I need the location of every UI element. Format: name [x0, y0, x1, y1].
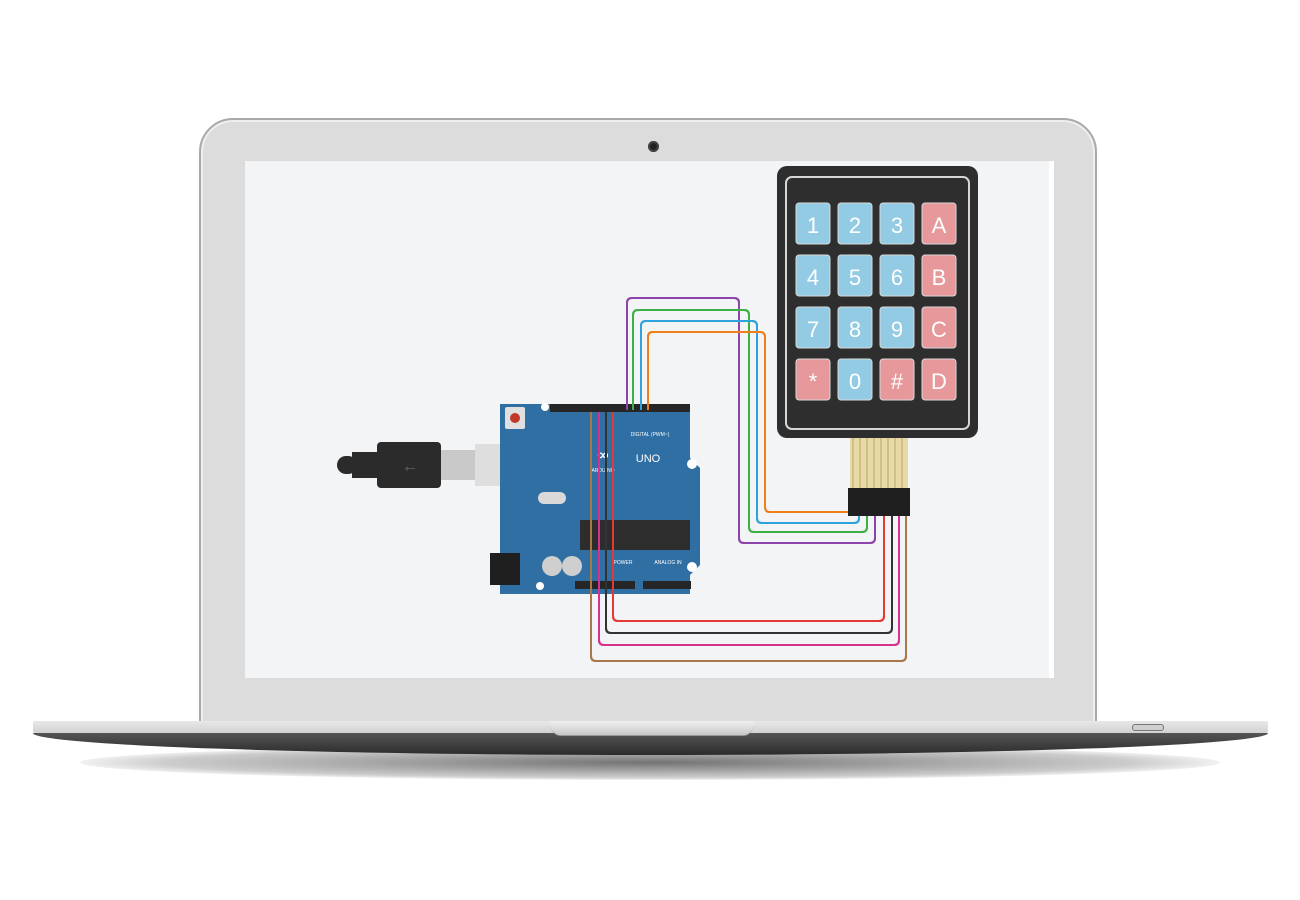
wire-red[interactable]: [612, 412, 885, 622]
keypad-key-A[interactable]: A: [921, 202, 957, 245]
wires-overlay: [590, 297, 907, 662]
keypad-key-label: 0: [849, 369, 861, 394]
keypad-key-B[interactable]: B: [921, 254, 957, 297]
wire-orange[interactable]: [647, 331, 850, 513]
keypad-key-#[interactable]: #: [879, 358, 915, 401]
keypad-key-1[interactable]: 1: [795, 202, 831, 245]
wire-magenta[interactable]: [598, 412, 900, 646]
keypad-key-label: B: [932, 265, 947, 290]
keypad-key-label: C: [931, 317, 947, 342]
keypad-key-label: 5: [849, 265, 861, 290]
header-connector: [848, 488, 910, 516]
keypad-key-*[interactable]: *: [795, 358, 831, 401]
keypad-key-label: D: [931, 369, 947, 394]
usb-cable-icon: ⭠: [337, 442, 505, 488]
keypad-key-label: 6: [891, 265, 903, 290]
screen-edge: [1049, 161, 1054, 678]
arduino-model-label: UNO: [636, 453, 661, 465]
side-port: [1132, 724, 1164, 731]
keypad-key-2[interactable]: 2: [837, 202, 873, 245]
keypad-key-9[interactable]: 9: [879, 306, 915, 349]
analog-header-label: ANALOG IN: [654, 560, 682, 566]
keypad-key-label: 9: [891, 317, 903, 342]
keypad-key-label: 7: [807, 317, 819, 342]
keypad-key-label: #: [891, 369, 904, 394]
keypad-key-4[interactable]: 4: [795, 254, 831, 297]
wire-purple[interactable]: [626, 297, 876, 544]
svg-text:⭠: ⭠: [404, 459, 415, 475]
keypad-key-label: 4: [807, 265, 819, 290]
keypad-key-label: A: [932, 213, 947, 238]
arduino-uno-board: ∞ ARDUINO UNO DIGITAL (PWM~) POWER ANALO…: [490, 403, 700, 594]
keypad-key-8[interactable]: 8: [837, 306, 873, 349]
keypad-key-C[interactable]: C: [921, 306, 957, 349]
wire-black[interactable]: [605, 412, 893, 634]
keypad-key-label: 2: [849, 213, 861, 238]
keypad-key-D[interactable]: D: [921, 358, 957, 401]
keypad-key-label: 1: [807, 213, 819, 238]
keypad-key-3[interactable]: 3: [879, 202, 915, 245]
wire-brown[interactable]: [590, 412, 907, 662]
wire-blue[interactable]: [640, 320, 860, 524]
lid-opening-notch: [551, 721, 753, 736]
wire-green[interactable]: [632, 309, 868, 533]
ribbon-cable: [850, 438, 908, 490]
keypad-key-5[interactable]: 5: [837, 254, 873, 297]
keypad-key-6[interactable]: 6: [879, 254, 915, 297]
power-header-label: POWER: [614, 560, 633, 566]
arduino-brand-label: ARDUINO: [591, 468, 614, 474]
membrane-keypad: 1 2 3 A 4 5 6 B 7 8 9 C * 0 # D: [777, 166, 978, 516]
digital-header-label: DIGITAL (PWM~): [631, 432, 670, 438]
keypad-key-label: *: [809, 369, 818, 394]
laptop-screen: ⭠ ∞ ARDUINO UNO DIGITAL (PWM~) POWER ANA…: [245, 161, 1051, 678]
webcam-icon: [648, 141, 659, 152]
laptop-base-underside: [33, 733, 1268, 755]
arduino-logo: ∞: [597, 447, 608, 464]
keypad-key-0[interactable]: 0: [837, 358, 873, 401]
keypad-key-7[interactable]: 7: [795, 306, 831, 349]
circuit-diagram: ⭠ ∞ ARDUINO UNO DIGITAL (PWM~) POWER ANA…: [337, 166, 978, 662]
keypad-key-label: 8: [849, 317, 861, 342]
keypad-key-label: 3: [891, 213, 903, 238]
